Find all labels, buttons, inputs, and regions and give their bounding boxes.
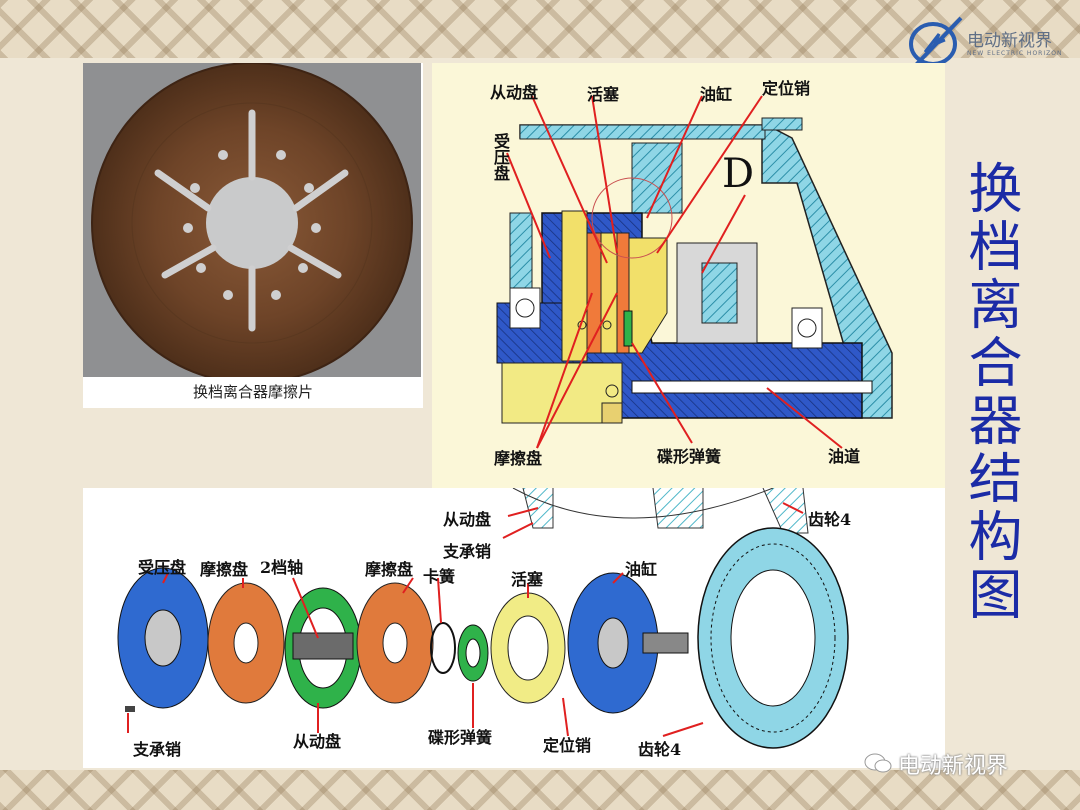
cross-section-drawing	[496, 95, 893, 449]
label-support-pin: 支承销	[133, 740, 182, 759]
brand-logo-subtext: NEW ELECTRIC HORIZON	[967, 50, 1063, 57]
label-driven-disc: 从动盘	[490, 83, 539, 102]
label-d-mark: D	[722, 151, 755, 197]
friction-disc-photo	[83, 63, 421, 377]
label-gear4-top: 齿轮4	[808, 510, 852, 529]
label-pressure-plate-exploded: 受压盘	[138, 558, 187, 577]
exploded-view-panel: 从动盘 支承销 齿轮4 受压盘 摩擦盘 2档轴 摩擦盘 卡簧 活塞 油缸 支承销…	[83, 487, 945, 768]
label-locating-pin-exploded: 定位销	[543, 736, 592, 755]
bottom-decorative-band	[0, 770, 1080, 810]
label-driven-disc-top: 从动盘	[443, 510, 492, 529]
label-snap-ring: 卡簧	[423, 567, 456, 586]
page-title: 换档离合器结构图	[959, 160, 1022, 624]
top-decorative-band	[0, 0, 1080, 58]
label-friction-disc: 摩擦盘	[494, 449, 543, 468]
label-driven-disc-exploded: 从动盘	[293, 732, 342, 751]
label-gear4: 齿轮4	[638, 740, 682, 759]
label-disc-spring: 碟形弹簧	[657, 447, 722, 466]
label-cylinder-exploded: 油缸	[625, 560, 658, 579]
friction-disc-illustration	[83, 63, 421, 377]
friction-disc-photo-panel: 换档离合器摩擦片	[83, 63, 423, 408]
watermark-text: 电动新视界	[898, 754, 1009, 779]
exploded-view-drawing	[117, 487, 849, 749]
brand-logo-text: 电动新视界	[967, 31, 1052, 51]
photo-caption: 换档离合器摩擦片	[192, 383, 313, 401]
label-oil-channel: 油道	[828, 447, 861, 466]
wechat-icon	[864, 753, 892, 773]
label-support-pin-top: 支承销	[443, 542, 492, 561]
cross-section-panel: 从动盘 活塞 油缸 定位销 受压盘 摩擦盘 碟形弹簧 油道 D	[432, 63, 945, 488]
label-disc-spring-exploded: 碟形弹簧	[428, 728, 493, 747]
label-cylinder: 油缸	[700, 85, 733, 104]
label-shaft-2: 2档轴	[260, 558, 304, 577]
label-pressure-plate: 受压盘	[491, 133, 510, 181]
label-piston-exploded: 活塞	[511, 570, 544, 589]
label-locating-pin: 定位销	[762, 79, 811, 98]
label-friction-disc-2: 摩擦盘	[365, 560, 414, 579]
label-piston: 活塞	[587, 85, 620, 104]
label-friction-disc-1: 摩擦盘	[200, 560, 249, 579]
